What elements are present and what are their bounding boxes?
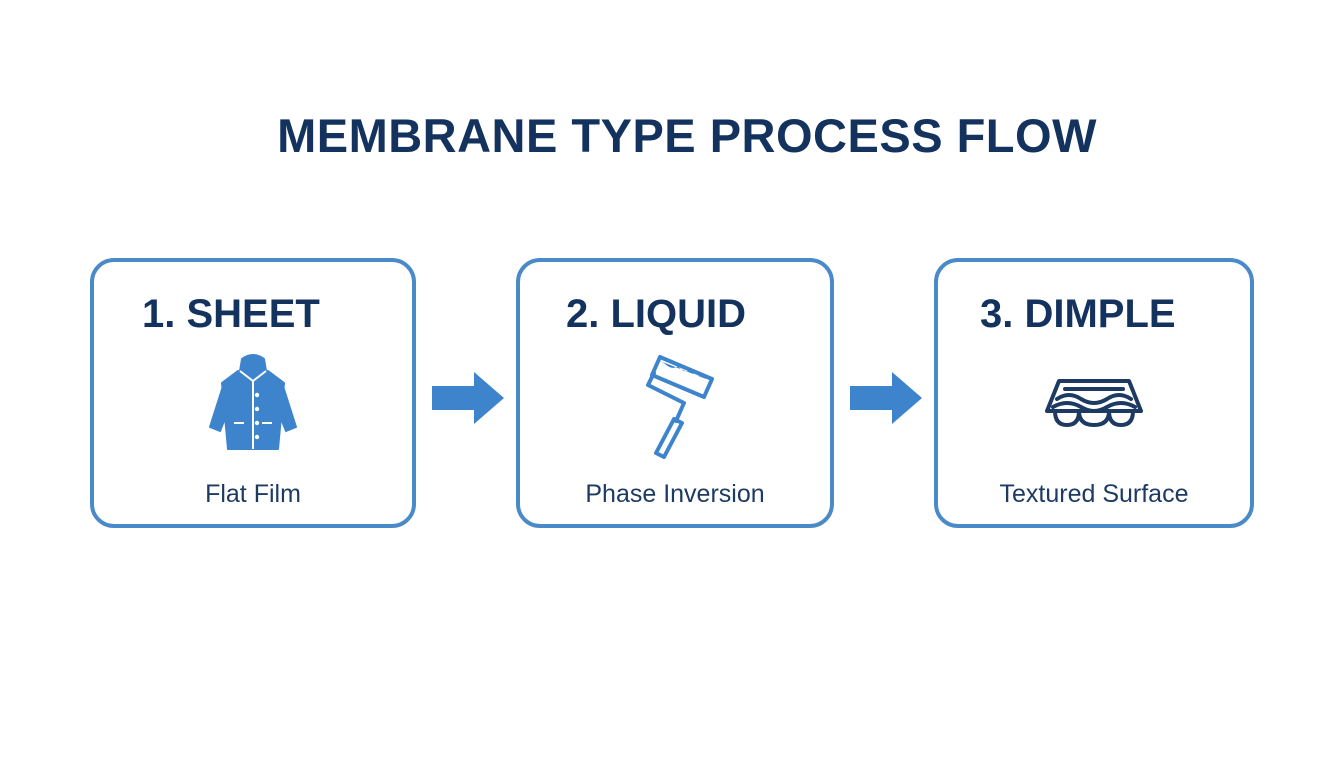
step-dimple: 3. DIMPLE Textured Surface xyxy=(934,258,1254,528)
step-dimple-caption: Textured Surface xyxy=(999,480,1189,508)
step-sheet-heading: 1. SHEET xyxy=(142,292,320,336)
step-liquid-caption: Phase Inversion xyxy=(585,480,765,508)
arrow-right-icon xyxy=(432,372,504,424)
raincoat-icon xyxy=(94,346,412,462)
diagram-title: MEMBRANE TYPE PROCESS FLOW xyxy=(277,109,1097,162)
step-sheet: 1. SHEET xyxy=(90,258,416,528)
paint-roller-icon xyxy=(520,346,830,462)
arrow-right-icon xyxy=(850,372,922,424)
dimple-tray-icon xyxy=(938,346,1250,462)
step-sheet-caption: Flat Film xyxy=(205,480,301,508)
step-liquid: 2. LIQUID Phase Inversion xyxy=(516,258,834,528)
step-liquid-heading: 2. LIQUID xyxy=(566,292,747,336)
step-dimple-heading: 3. DIMPLE xyxy=(980,292,1176,336)
